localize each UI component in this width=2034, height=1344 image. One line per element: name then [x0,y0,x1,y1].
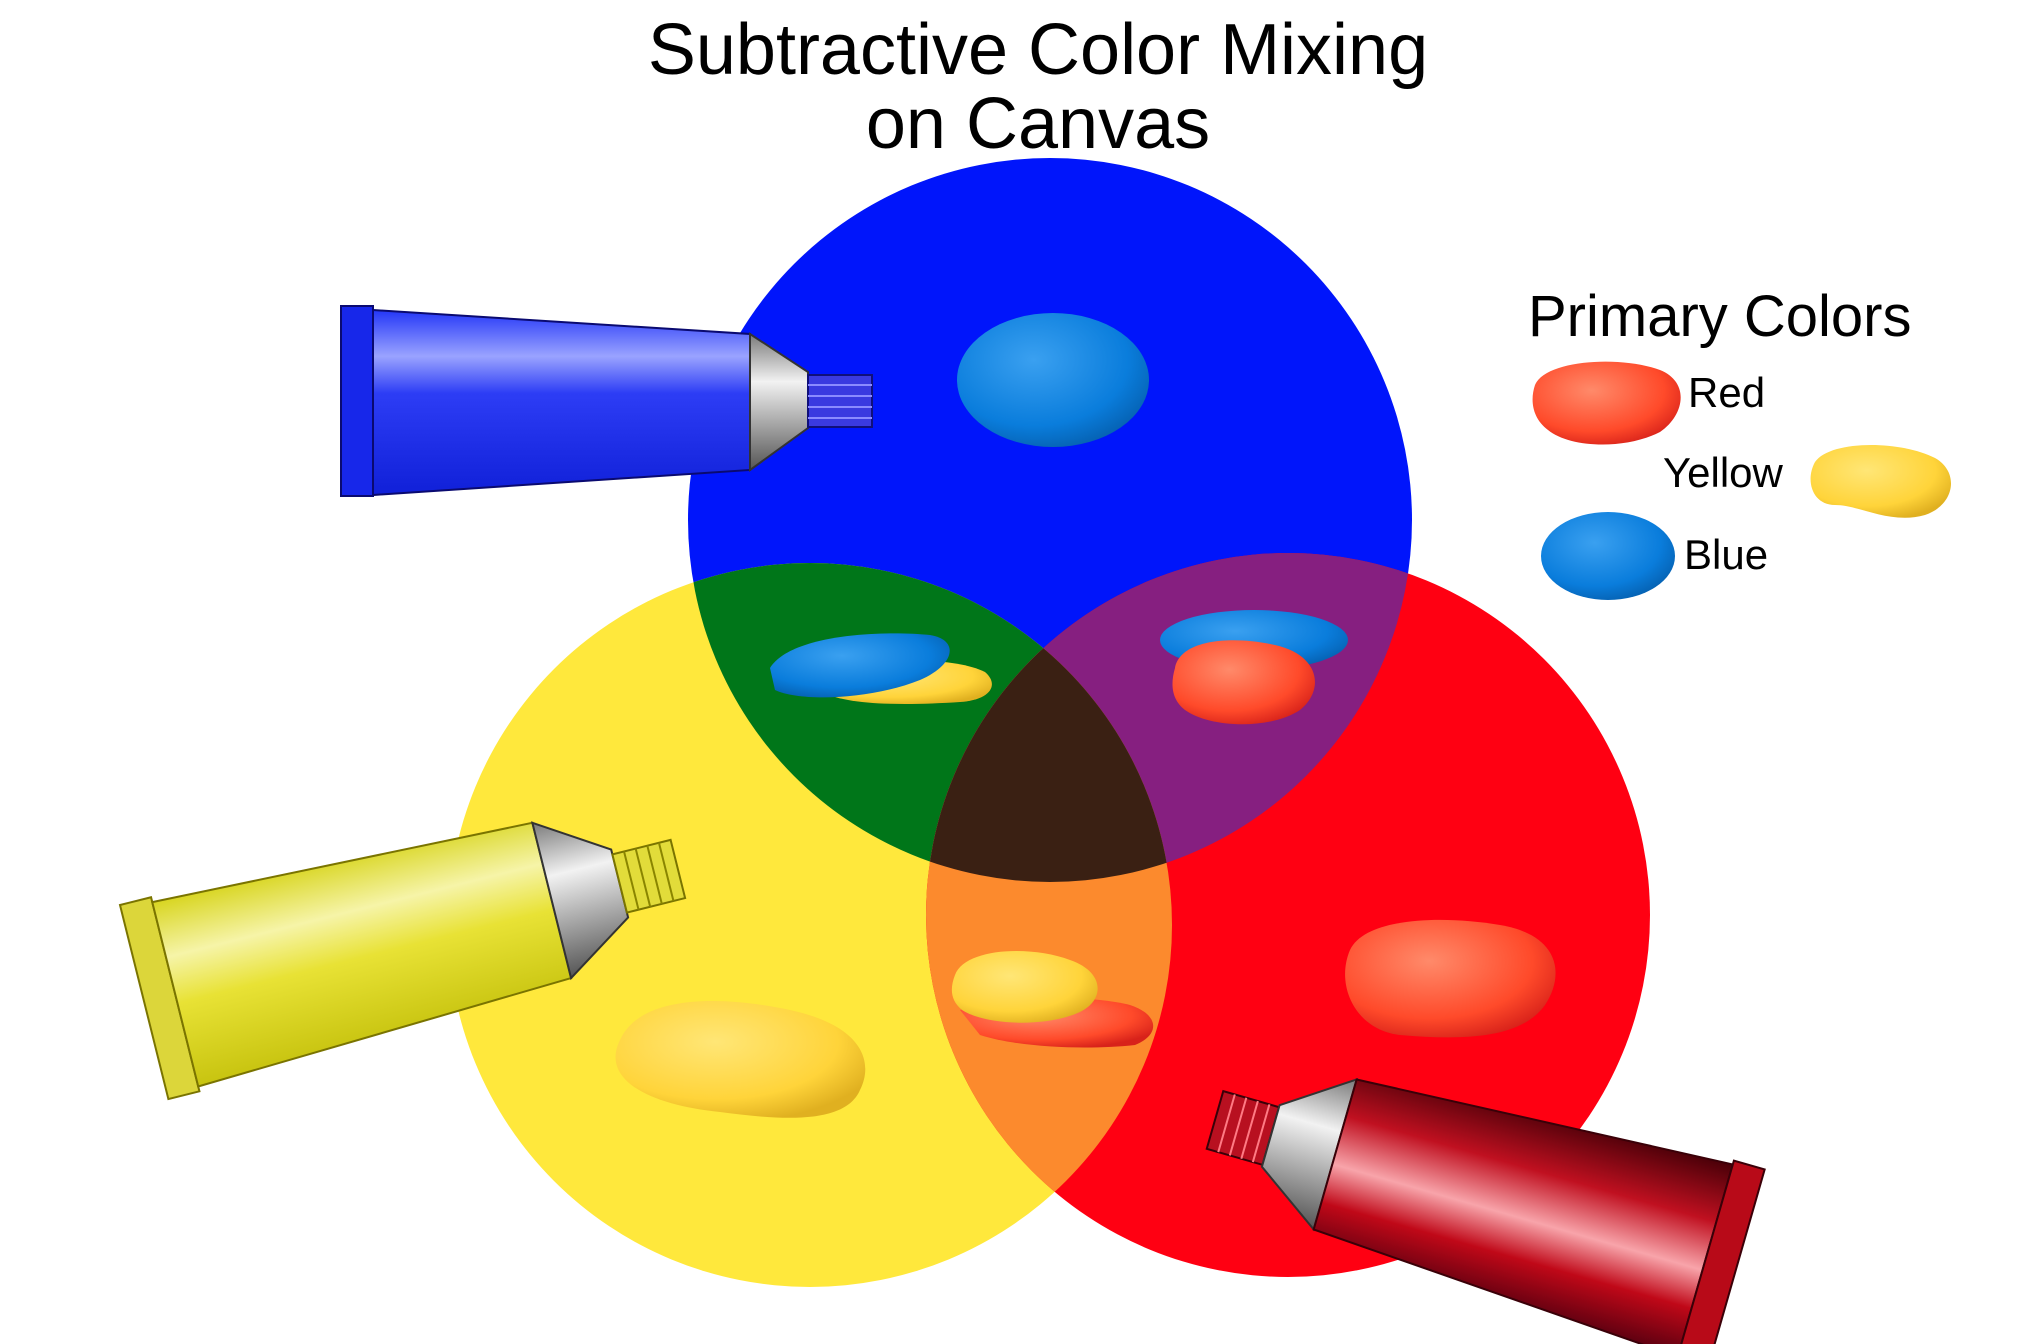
page-title: Subtractive Color Mixing [647,10,1429,90]
blue-paint-tube-icon [340,305,873,497]
center-overlap [926,563,1172,882]
legend-blue-label: Blue [1684,531,1769,578]
blue-paint-blob-mix-green [770,633,950,698]
legend-yellow-blob-icon [1810,444,1952,518]
yellow-paint-blob [615,1001,866,1118]
legend-title: Primary Colors [1528,284,1912,349]
yellow-paint-tube-icon [118,821,687,1101]
red-paint-tube-icon [1205,1077,1766,1344]
yellow-paint-blob-mix-orange [951,951,1098,1023]
red-paint-blob [1345,919,1556,1038]
legend-red-blob-icon [1532,361,1681,445]
red-paint-blob-mix-purple [1172,640,1315,725]
legend-blue-blob-icon [1541,512,1675,600]
blue-paint-blob [957,313,1149,447]
page-subtitle: on Canvas [865,84,1211,164]
legend-yellow-label: Yellow [1663,449,1783,496]
legend-red-label: Red [1688,369,1766,416]
